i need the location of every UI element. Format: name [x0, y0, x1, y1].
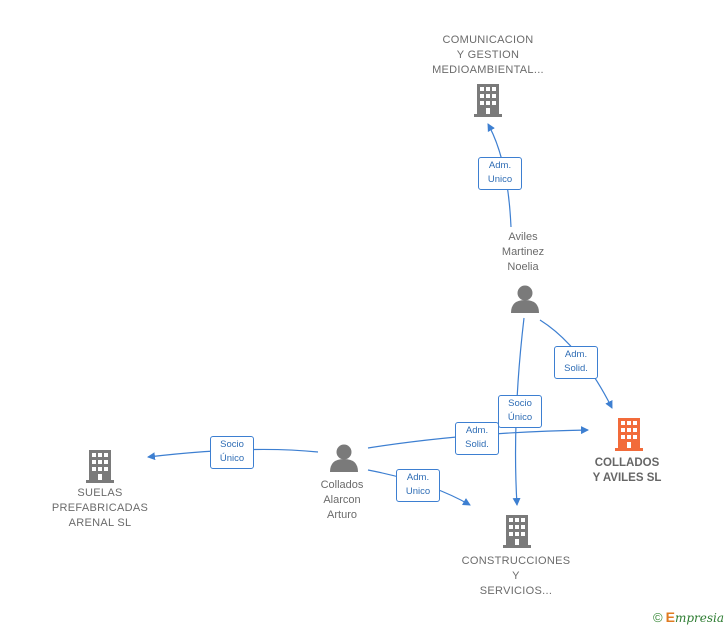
edge-label-adm-solid: Adm. Solid.	[554, 346, 598, 379]
copyright-icon: ©	[653, 610, 663, 625]
node-label-comunicacion[interactable]: COMUNICACION Y GESTION MEDIOAMBIENTAL...	[432, 34, 544, 76]
node-label-aviles[interactable]: Aviles Martinez Noelia	[501, 231, 545, 273]
building-icon	[615, 418, 643, 451]
edge-label-adm-unico: Adm. Unico	[478, 157, 522, 190]
person-icon	[511, 285, 539, 313]
building-icon	[474, 84, 502, 117]
brand-logo-initial: E	[665, 609, 675, 625]
edge-label-socio-unico: Socio Único	[498, 395, 542, 428]
edge-label-adm-solid: Adm. Solid.	[455, 422, 499, 455]
node-label-collados-aviles[interactable]: COLLADOS Y AVILES SL	[592, 457, 662, 484]
building-icon	[86, 450, 114, 483]
building-icon	[503, 515, 531, 548]
edge-label-socio-unico: Socio Único	[210, 436, 254, 469]
edge-label-adm-unico: Adm. Unico	[396, 469, 440, 502]
node-label-suelas[interactable]: SUELAS PREFABRICADAS ARENAL SL	[51, 487, 149, 529]
node-label-collados-alarcon[interactable]: Collados Alarcon Arturo	[320, 479, 364, 521]
person-icon	[330, 444, 358, 472]
brand-footer[interactable]: ©Empresia	[653, 609, 724, 625]
brand-name: mpresia	[674, 611, 724, 625]
node-label-construcciones[interactable]: CONSTRUCCIONES Y SERVICIOS...	[461, 555, 571, 597]
